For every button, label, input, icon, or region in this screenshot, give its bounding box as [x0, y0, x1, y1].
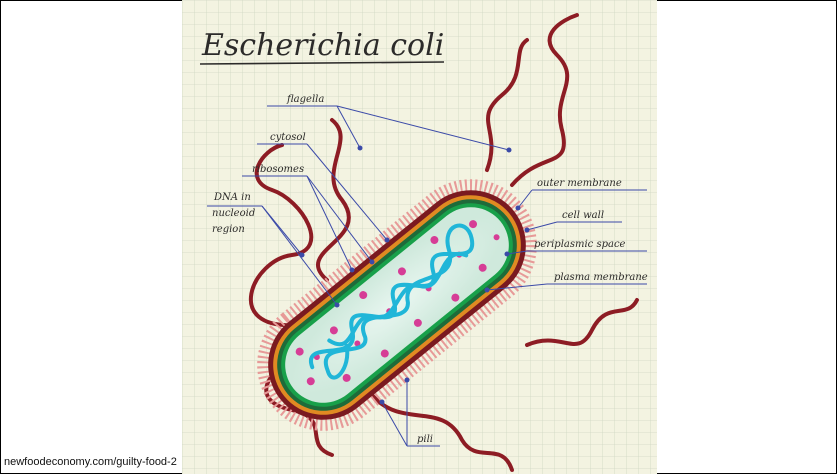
label-ribosomes: ribosomes [252, 164, 304, 175]
label-periplasmic-space: periplasmic space [534, 239, 626, 250]
label-dna-line3: region [212, 224, 245, 235]
label-pili: pili [417, 434, 433, 445]
label-dna-line2: nucleoid [212, 208, 255, 219]
label-dna-line1: DNA in [213, 192, 251, 203]
diagram-title: Escherichia coli [201, 28, 444, 63]
source-caption: newfoodeconomy.com/guilty-food-2 [4, 456, 177, 468]
label-cytosol: cytosol [270, 132, 306, 143]
label-plasma-membrane: plasma membrane [554, 272, 648, 283]
ecoli-diagram: Escherichia coli flagell [182, 0, 657, 474]
label-cell-wall: cell wall [562, 210, 604, 221]
label-flagella: flagella [286, 94, 324, 105]
label-outer-membrane: outer membrane [537, 178, 622, 189]
